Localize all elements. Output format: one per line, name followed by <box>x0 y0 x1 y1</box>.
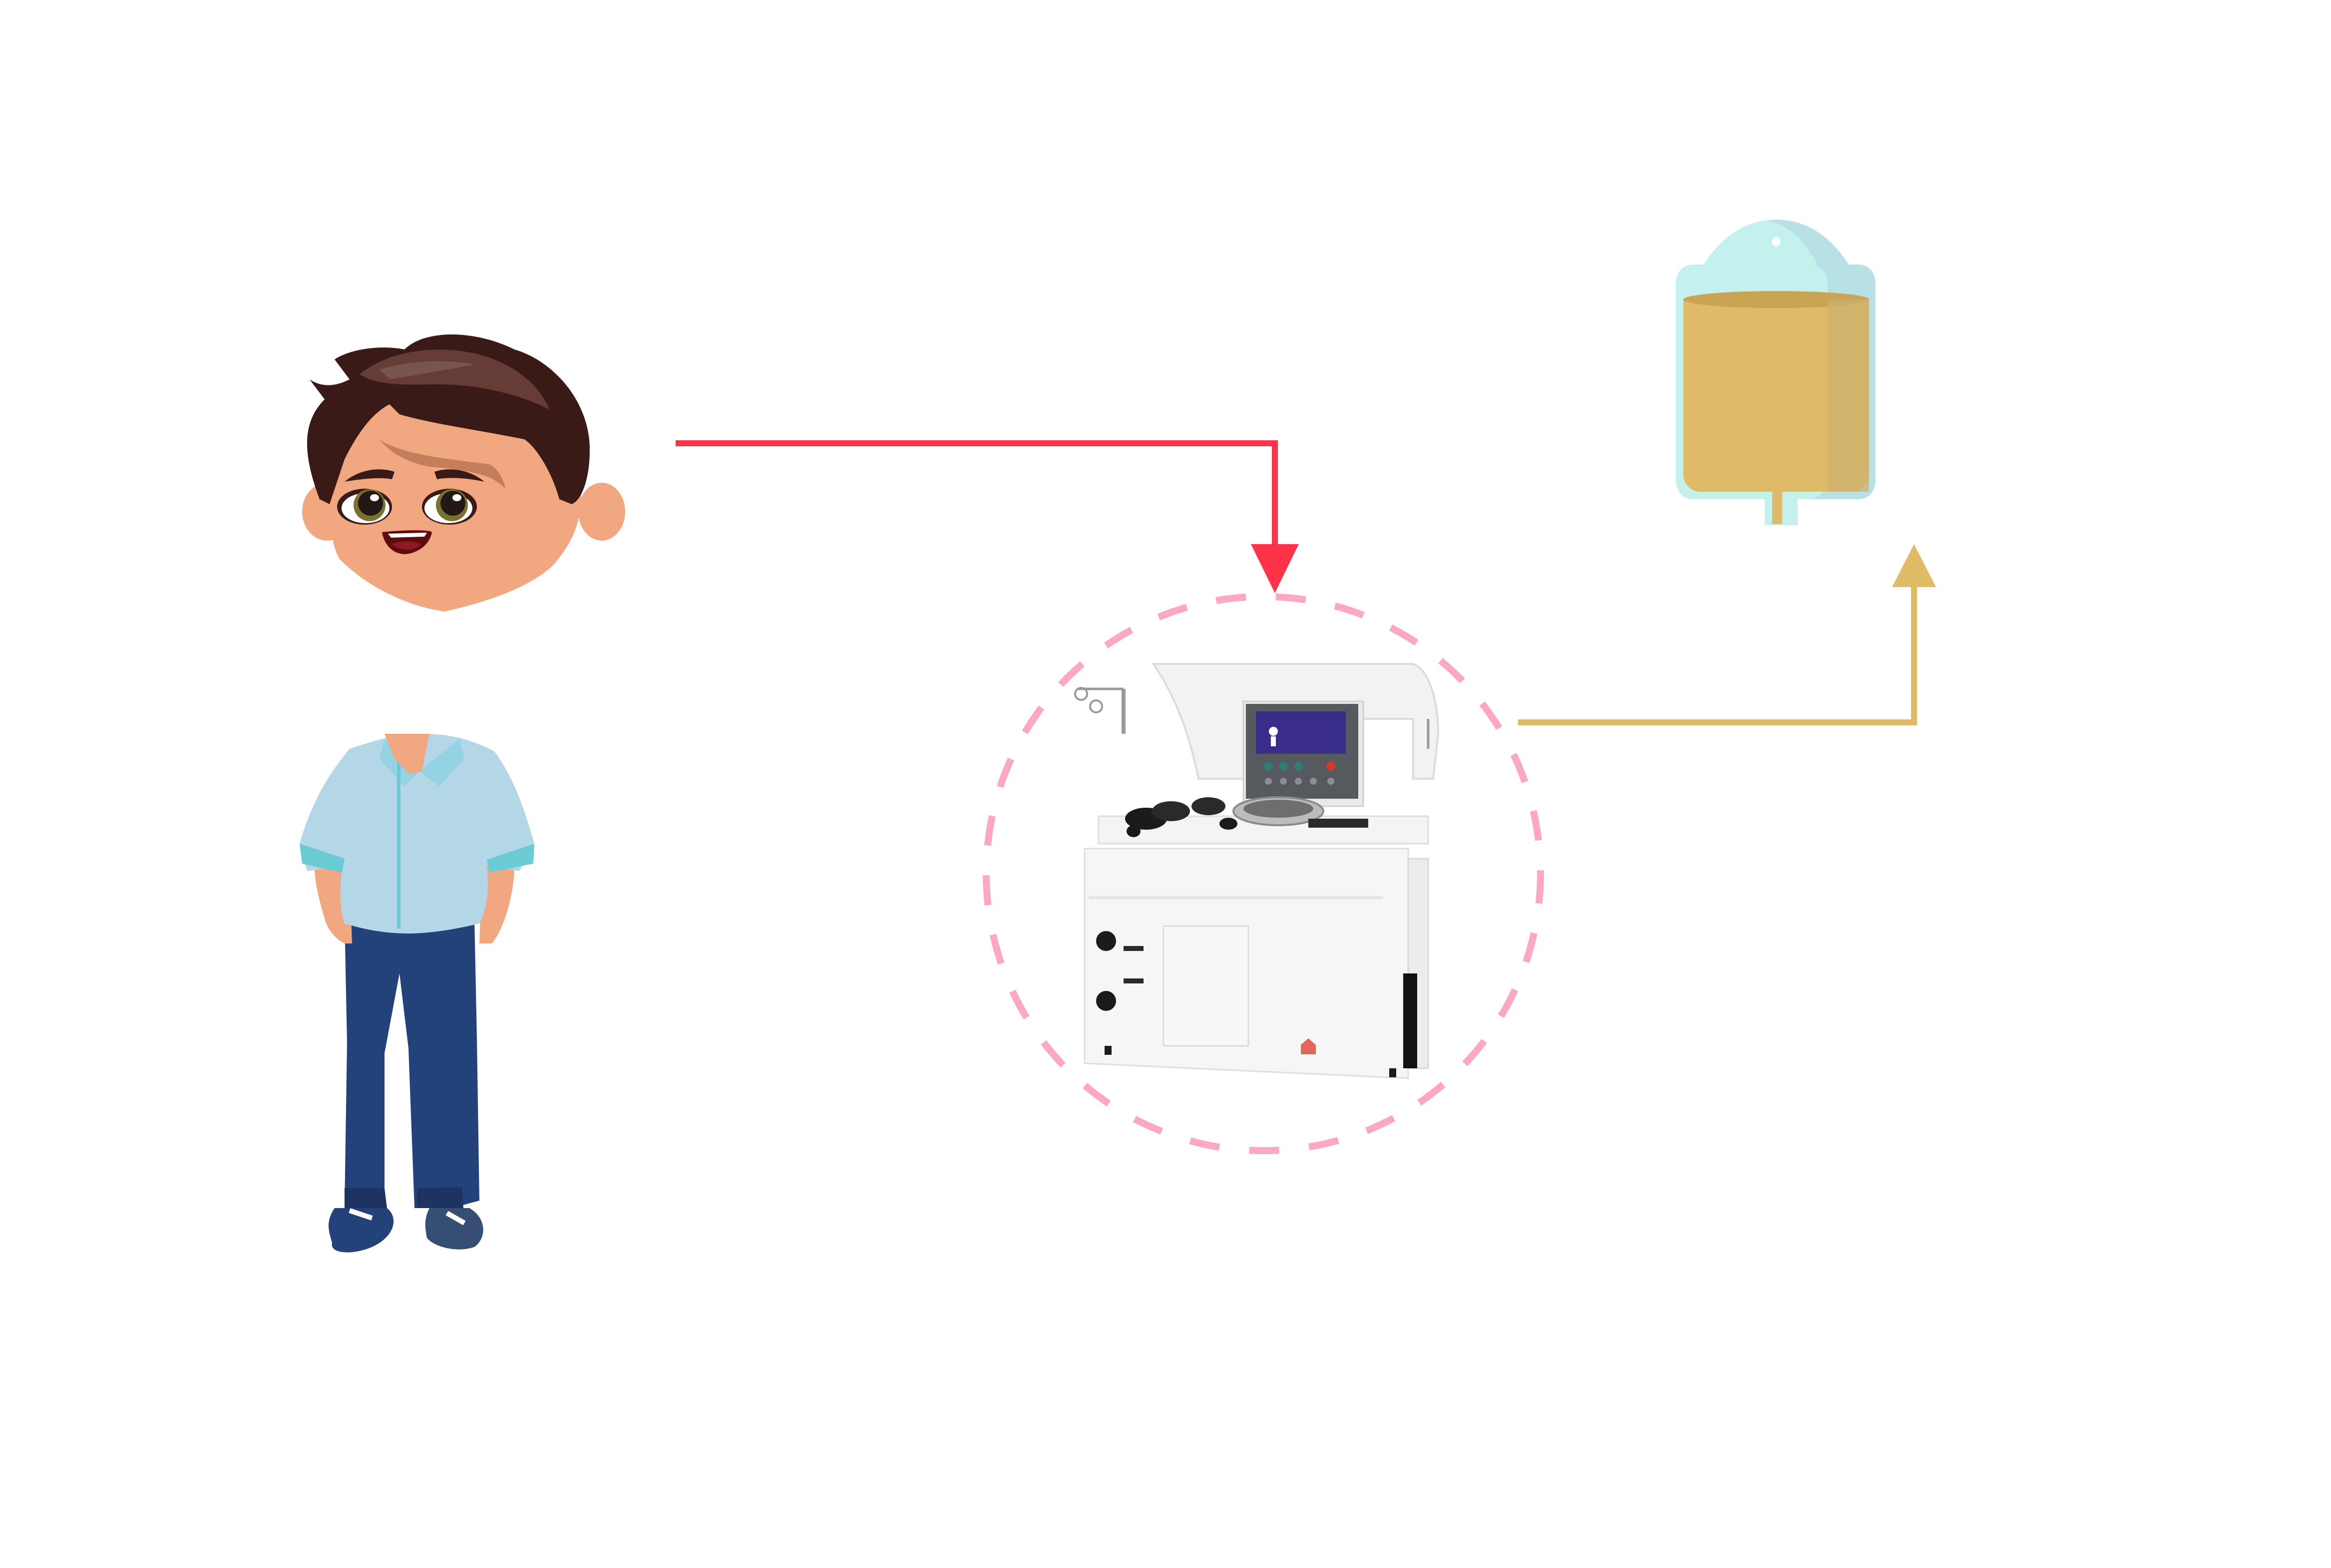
neck <box>385 734 429 774</box>
shoes <box>329 1208 483 1253</box>
arrowhead-down <box>1251 544 1299 593</box>
plasma-waste-bag <box>1676 220 1876 549</box>
patient-boy-illustration <box>300 334 625 1253</box>
replacement-fluid-bag <box>1800 934 1833 1086</box>
draw-blood-arrow <box>676 440 1299 593</box>
left-eye <box>337 489 392 525</box>
smiling-mouth <box>382 530 432 554</box>
apheresis-machine <box>1074 663 1440 1079</box>
shirt <box>300 734 534 934</box>
hair <box>307 334 590 504</box>
right-eye <box>422 489 477 525</box>
arrowhead-up <box>1892 544 1936 587</box>
centrifuge-dashed-circle <box>983 593 1544 1154</box>
pants <box>345 919 479 1211</box>
left-eyebrow <box>345 469 394 482</box>
right-ear <box>578 483 625 541</box>
waste-flow-arrow <box>1518 544 1936 725</box>
right-eyebrow <box>434 469 484 482</box>
